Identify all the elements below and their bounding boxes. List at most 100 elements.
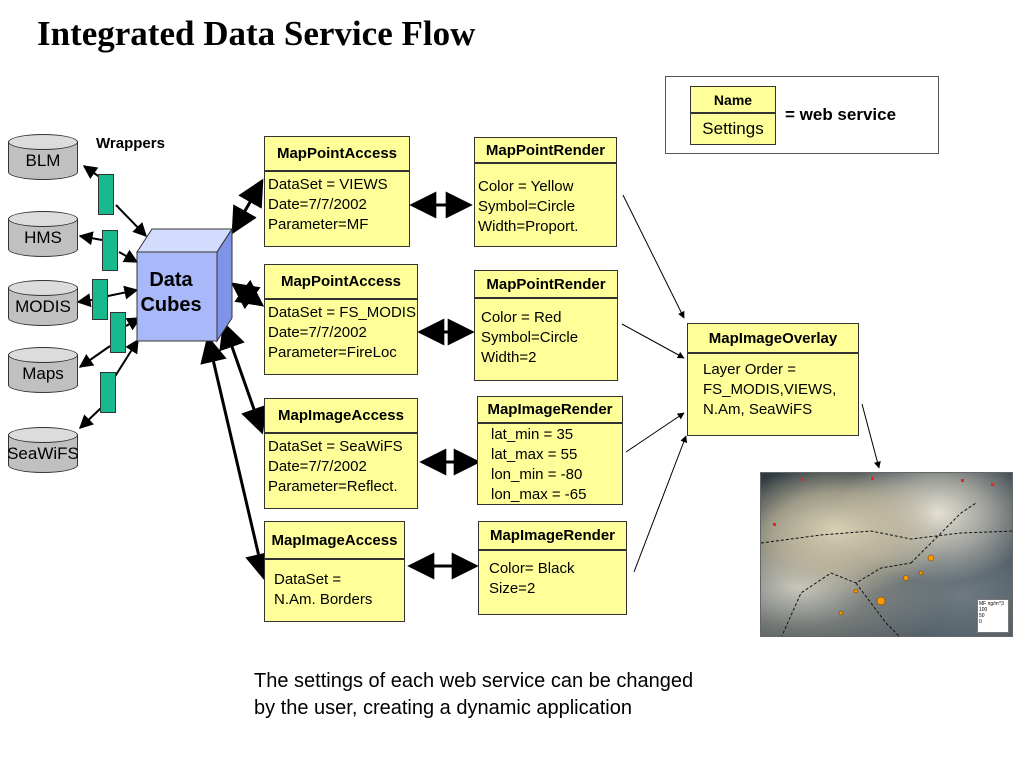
setting-line: Symbol=Circle	[478, 198, 576, 215]
fire-marker	[773, 523, 776, 526]
border-line	[781, 562, 912, 636]
link-wrapper-cube-2	[118, 249, 139, 263]
service-name[interactable]: MapImageOverlay	[687, 323, 859, 353]
fire-marker	[871, 477, 874, 480]
border-line	[910, 502, 977, 564]
link-modis-wrapper	[76, 293, 93, 308]
fire-marker	[991, 483, 994, 486]
wrappers-label: Wrappers	[96, 135, 165, 152]
border-line	[855, 582, 900, 636]
link-cube-access-3	[219, 321, 267, 435]
setting-line: Parameter=Reflect.	[268, 478, 398, 495]
map-marker	[853, 588, 859, 594]
setting-line: Width=2	[481, 349, 537, 366]
service-settings[interactable]: Layer Order = FS_MODIS,VIEWS, N.Am, SeaW…	[687, 353, 859, 436]
service-settings[interactable]: Color= Black Size=2	[478, 550, 627, 615]
database-label: BLM	[25, 151, 61, 170]
link-cube-access-2	[230, 279, 265, 310]
database-hms: HMS	[8, 211, 78, 257]
link-render-overlay-3	[625, 412, 685, 453]
setting-line: lat_max = 55	[491, 446, 578, 463]
service-settings[interactable]: DataSet = VIEWS Date=7/7/2002 Parameter=…	[264, 171, 410, 247]
service-name[interactable]: MapImageAccess	[264, 521, 405, 559]
service-settings[interactable]: DataSet = FS_MODIS Date=7/7/2002 Paramet…	[264, 299, 418, 375]
link-render-overlay-1	[622, 194, 685, 319]
data-cube-icon	[136, 227, 233, 343]
database-seawifs: SeaWiFS	[7, 427, 79, 473]
setting-line: Date=7/7/2002	[268, 324, 367, 341]
link-render-overlay-4	[633, 435, 688, 573]
page-title: Integrated Data Service Flow	[37, 14, 476, 53]
data-cubes-label-line: Data	[149, 269, 193, 291]
caption-line: by the user, creating a dynamic applicat…	[254, 697, 632, 719]
service-settings[interactable]: Color = Yellow Symbol=Circle Width=Propo…	[474, 163, 617, 247]
link-cube-access-1	[231, 178, 264, 235]
service-name[interactable]: MapImageAccess	[264, 398, 418, 433]
border-line	[761, 530, 1012, 544]
legend-meaning: = web service	[785, 105, 897, 124]
service-name[interactable]: MapImageRender	[478, 521, 627, 550]
setting-line: Parameter=FireLoc	[268, 344, 397, 361]
wrapper-blm	[98, 174, 114, 215]
setting-line: FS_MODIS,VIEWS,	[703, 381, 837, 398]
map-legend-item: 100	[979, 607, 988, 613]
map-marker	[876, 596, 886, 606]
database-maps: Maps	[8, 347, 78, 393]
database-label: SeaWiFS	[7, 444, 79, 463]
map-legend: MF ng/m^3 100 50 0	[977, 599, 1009, 633]
map-overlay-graphics	[761, 477, 1012, 636]
setting-line: Date=7/7/2002	[268, 458, 367, 475]
setting-line: Color = Red	[481, 309, 562, 326]
database-modis: MODIS	[8, 280, 78, 326]
service-settings[interactable]: Color = Red Symbol=Circle Width=2	[474, 298, 618, 381]
service-settings[interactable]: lat_min = 35 lat_max = 55 lon_min = -80 …	[477, 423, 623, 505]
setting-line: DataSet = FS_MODIS	[268, 304, 416, 321]
database-label: Maps	[22, 364, 64, 383]
map-marker	[838, 610, 844, 616]
setting-line: N.Am, SeaWiFS	[703, 401, 813, 418]
link-cube-access-4	[200, 335, 272, 581]
service-name[interactable]: MapPointAccess	[264, 264, 418, 299]
link-wrapper-cube-5	[113, 338, 139, 379]
database-label: HMS	[24, 228, 62, 247]
link-wrapper-cube-1	[115, 204, 147, 238]
link-maps-wrapper	[78, 345, 111, 368]
setting-line: N.Am. Borders	[274, 591, 373, 608]
setting-line: Color= Black	[489, 560, 575, 577]
setting-line: DataSet =	[274, 571, 342, 588]
fire-marker	[961, 479, 964, 482]
fire-marker	[801, 478, 804, 481]
output-map-image: MF ng/m^3 100 50 0	[760, 472, 1013, 637]
service-settings[interactable]: DataSet = SeaWiFS Date=7/7/2002 Paramete…	[264, 433, 418, 509]
caption: The settings of each web service can be …	[254, 668, 774, 722]
link-hms-wrapper	[78, 231, 103, 246]
map-legend-item: 0	[979, 619, 982, 625]
link-overlay-map	[861, 403, 881, 469]
data-cubes-label-line: Cubes	[140, 294, 202, 316]
setting-line: Color = Yellow	[478, 178, 574, 195]
setting-line: Symbol=Circle	[481, 329, 579, 346]
setting-line: Parameter=MF	[268, 216, 369, 233]
setting-line: Layer Order =	[703, 361, 796, 378]
database-label: MODIS	[15, 297, 71, 316]
legend-settings: Settings	[690, 113, 776, 145]
wrapper-seawifs	[100, 372, 116, 413]
caption-line: The settings of each web service can be …	[254, 670, 694, 692]
service-name[interactable]: MapImageRender	[477, 396, 623, 423]
map-marker	[903, 575, 909, 581]
setting-line: lat_min = 35	[491, 426, 574, 443]
service-settings[interactable]: DataSet = N.Am. Borders	[264, 559, 405, 622]
service-name[interactable]: MapPointRender	[474, 270, 618, 298]
service-name[interactable]: MapPointRender	[474, 137, 617, 163]
service-name[interactable]: MapPointAccess	[264, 136, 410, 171]
link-wrapper-cube-3	[107, 285, 139, 300]
wrapper-modis	[92, 279, 108, 320]
setting-line: DataSet = SeaWiFS	[268, 438, 403, 455]
setting-line: Date=7/7/2002	[268, 196, 367, 213]
map-legend-item: 50	[979, 613, 985, 619]
wrapper-hms	[102, 230, 118, 271]
map-legend-title: MF ng/m^3	[979, 601, 1004, 607]
setting-line: Size=2	[489, 580, 536, 597]
wrapper-maps	[110, 312, 126, 353]
